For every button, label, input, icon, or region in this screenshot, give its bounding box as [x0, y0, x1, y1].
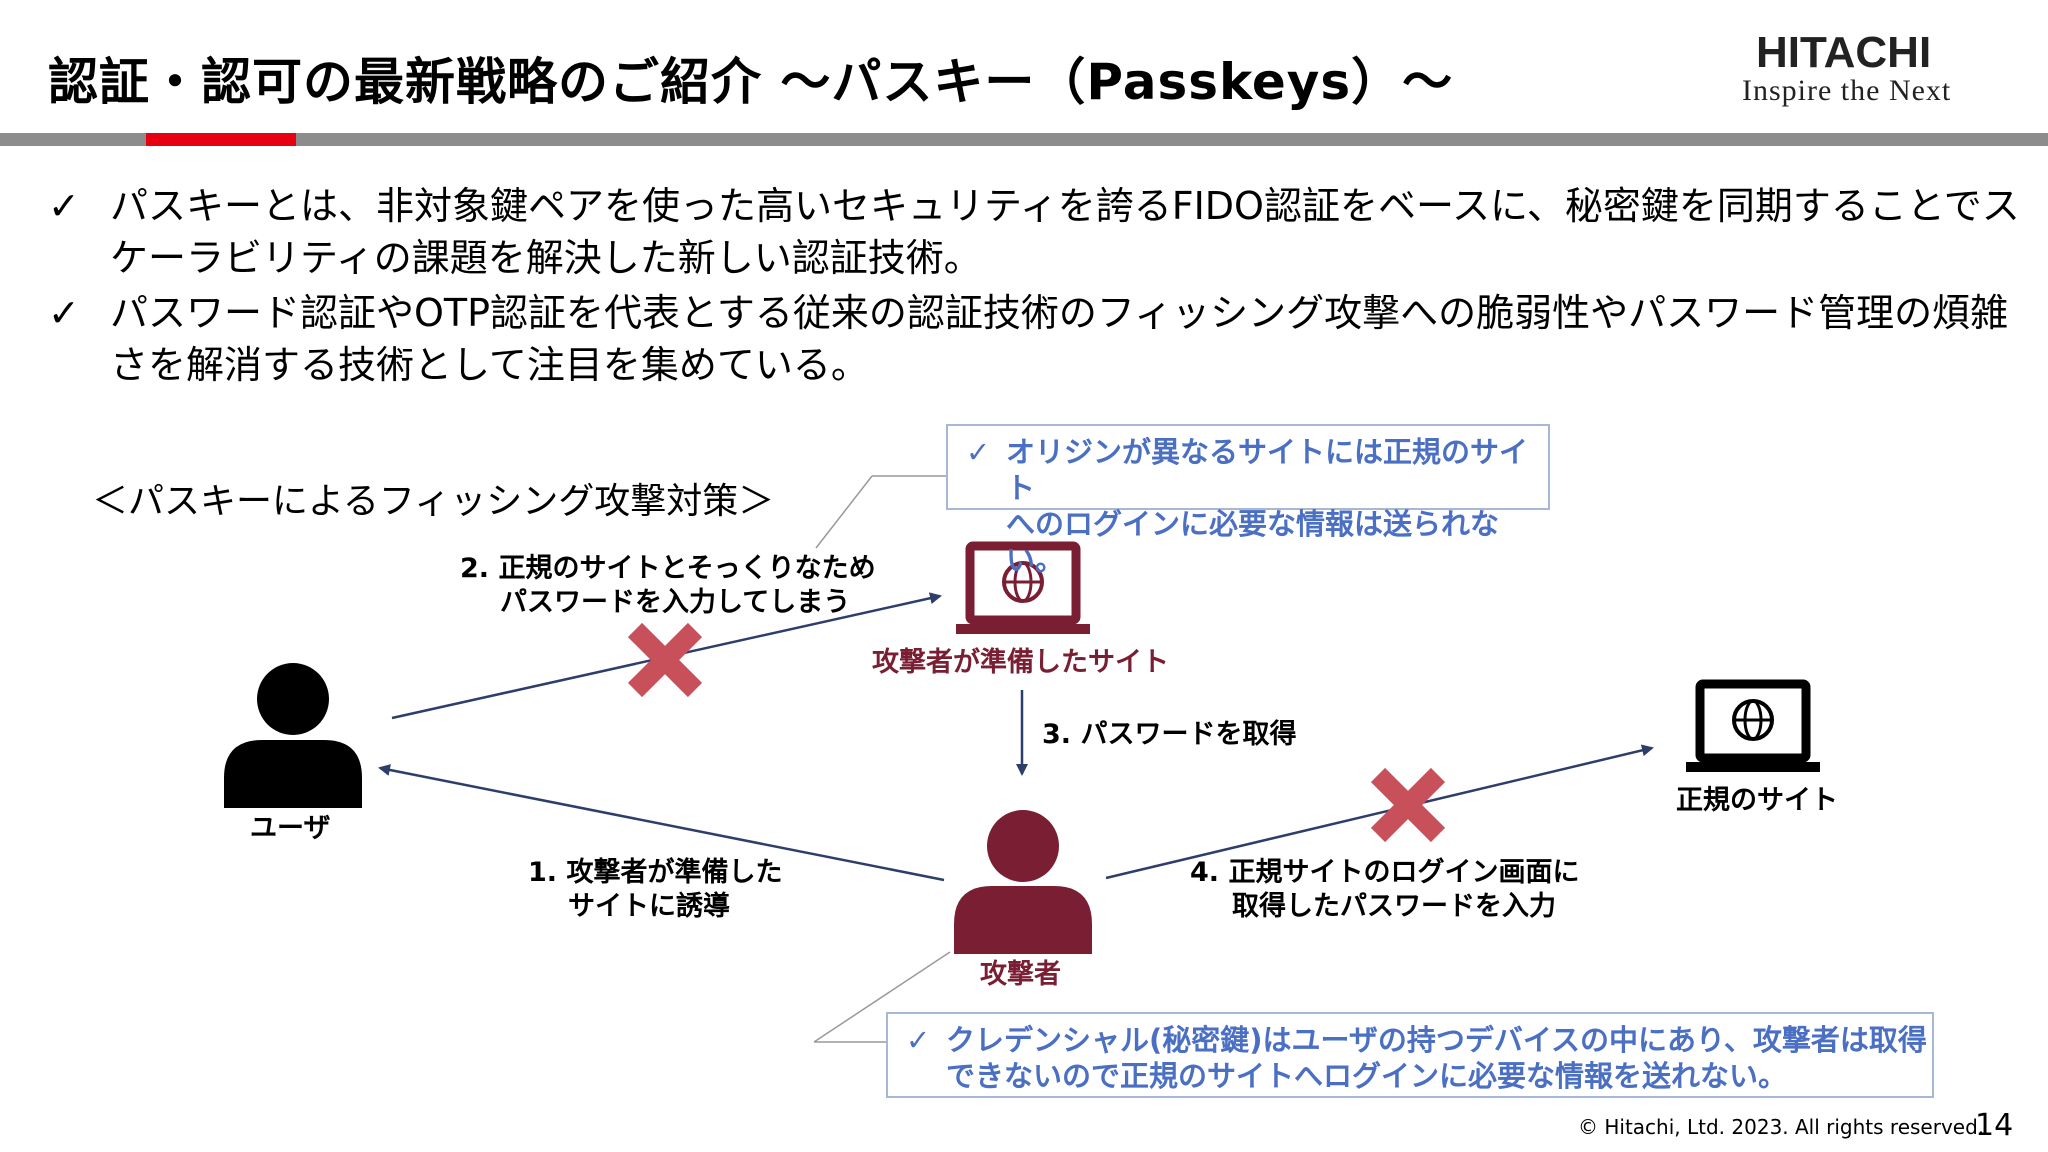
step-2-label: 2. 正規のサイトとそっくりなため パスワードを入力してしまう: [460, 552, 876, 620]
blocked-cross-icon-2: [1370, 767, 1446, 843]
note-credential-device: ✓ クレデンシャル(秘密鍵)はユーザの持つデバイスの中にあり、攻撃者は取得 でき…: [886, 1012, 1934, 1098]
header-accent-bar: [146, 133, 296, 146]
step-2-line-1: 2. 正規のサイトとそっくりなため: [460, 553, 876, 584]
arrow-attacker-to-user: [378, 764, 945, 882]
fake-site-label: 攻撃者が準備したサイト: [872, 647, 1169, 678]
user-label: ユーザ: [250, 813, 331, 844]
note-line: へのログインに必要な情報は送られない。: [1006, 507, 1500, 577]
checkmark-icon: ✓: [966, 435, 991, 469]
step-2-line-2: パスワードを入力してしまう: [500, 587, 851, 618]
note-line: オリジンが異なるサイトには正規のサイト: [1006, 435, 1529, 505]
header-divider: [0, 133, 2048, 146]
bullet-text: パスワード認証やOTP認証を代表とする従来の認証技術のフィッシング攻撃への脆弱性…: [110, 291, 2009, 387]
checkmark-icon: ✓: [48, 291, 80, 335]
logo-tagline: Inspire the Next: [1742, 74, 1952, 107]
fake-site-laptop-icon: [956, 541, 1090, 634]
attacker-icon: [954, 810, 1092, 954]
attacker-label: 攻撃者: [980, 959, 1061, 990]
legit-site-label: 正規のサイト: [1676, 785, 1838, 816]
blocked-cross-icon-1: [627, 622, 703, 698]
callout-leader-top: [815, 475, 873, 549]
bullet-text: パスキーとは、非対象鍵ペアを使った高いセキュリティを誇るFIDO認証をベースに、…: [110, 184, 2020, 280]
step-4-line-1: 4. 正規サイトのログイン画面に: [1190, 857, 1580, 888]
copyright-text: © Hitachi, Ltd. 2023. All rights reserve…: [1578, 1115, 1985, 1139]
step-4-line-2: 取得したパスワードを入力: [1232, 891, 1556, 922]
step-1-line-1: 1. 攻撃者が準備した: [528, 857, 783, 888]
note-origin-check: ✓ オリジンが異なるサイトには正規のサイト へのログインに必要な情報は送られない…: [946, 424, 1550, 577]
page-title: 認証・認可の最新戦略のご紹介 ～パスキー（Passkeys）～: [48, 53, 1454, 111]
legit-site-laptop-icon: [1686, 679, 1820, 772]
diagram-caption: ＜パスキーによるフィッシング攻撃対策＞: [92, 481, 775, 522]
checkmark-icon: ✓: [906, 1023, 931, 1057]
step-1-line-2: サイトに誘導: [568, 891, 730, 922]
step-3-label: 3. パスワードを取得: [1042, 719, 1297, 750]
callout-leader-bottom: [813, 951, 951, 1043]
arrow-attacker-to-legit-site: [1105, 744, 1654, 880]
hitachi-logo: HITACHI: [1756, 28, 1932, 77]
note-line: クレデンシャル(秘密鍵)はユーザの持つデバイスの中にあり、攻撃者は取得: [946, 1023, 1927, 1057]
step-1-label: 1. 攻撃者が準備した サイトに誘導: [528, 856, 782, 924]
page-number: 14: [1975, 1108, 2014, 1143]
user-icon: [224, 663, 362, 808]
note-line: できないので正規のサイトへログインに必要な情報を送れない。: [946, 1059, 1788, 1093]
checkmark-icon: ✓: [48, 184, 80, 228]
step-4-label: 4. 正規サイトのログイン画面に 取得したパスワードを入力: [1190, 856, 1579, 924]
